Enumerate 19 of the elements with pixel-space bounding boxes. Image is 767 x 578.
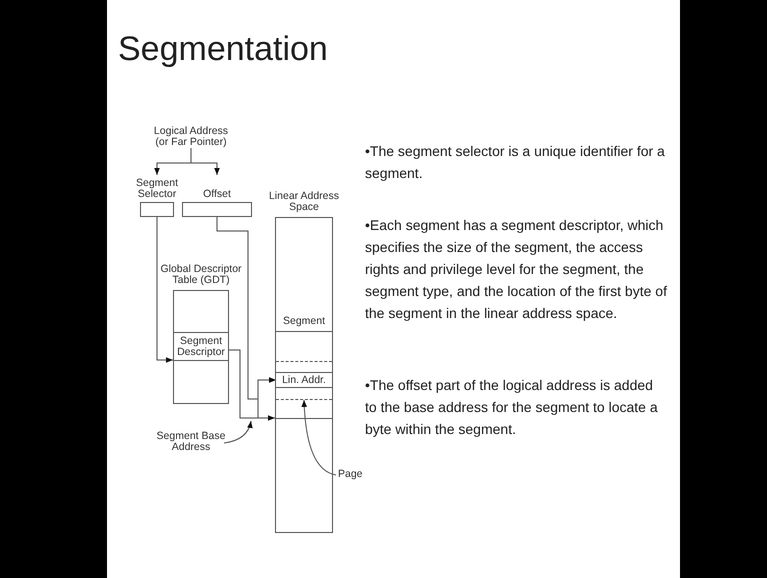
bullet-text: •The offset part of the logical address is added to the base address for the segment to locate a byte within the segment. — [365, 376, 659, 439]
table-entry: Segment Descriptor — [174, 332, 228, 361]
page-band — [276, 361, 332, 400]
table-heading: Global Descriptor Table (GDT) — [159, 264, 243, 286]
table-entry: Lin. Addr. — [276, 372, 332, 388]
connector-arrow — [156, 216, 174, 363]
bullet-text: •Each segment has a segment descriptor, which specifies the size of the segment, the access rights and privilege level for the segment, the segment type, and the location of the first byte of the segment in the linear address space. — [365, 216, 668, 323]
field-heading: Offset — [203, 189, 231, 200]
connector-arrow — [190, 148, 220, 176]
field-heading: Segment Selector — [134, 178, 180, 200]
leader-arrow — [302, 400, 336, 476]
table-heading: Linear Address Space — [268, 191, 340, 213]
leader-arrow — [224, 420, 252, 444]
text-label: Page — [338, 469, 364, 480]
text-label: Logical Address (or Far Pointer) — [148, 126, 234, 148]
text-label: Segment Base Address — [154, 431, 228, 453]
region-label: Segment — [282, 316, 326, 327]
slide-title: Segmentation — [118, 30, 328, 69]
bullet-text: •The segment selector is a unique identifier for a segment. — [365, 142, 665, 183]
